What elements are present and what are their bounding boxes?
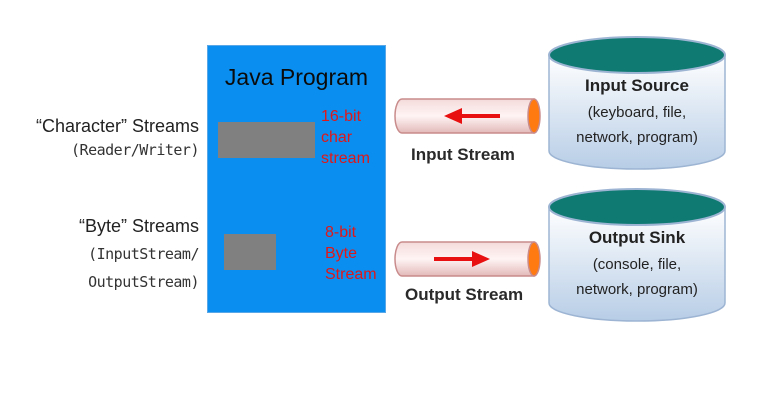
byte-streams-subtitle-1: (InputStream/ xyxy=(88,245,199,263)
char-stream-line-1: 16-bit xyxy=(321,108,362,125)
character-streams-label: “Character” Streams (Reader/Writer) xyxy=(35,116,200,159)
output-stream-pipe xyxy=(394,241,541,277)
output-stream-label: Output Stream xyxy=(405,285,524,304)
input-source-cylinder xyxy=(548,36,726,170)
input-source-title: Input Source xyxy=(585,76,689,95)
byte-streams-title: “Byte” Streams xyxy=(78,216,199,236)
character-streams-title: “Character” Streams xyxy=(35,116,199,136)
pipe-end xyxy=(527,98,541,134)
input-stream-label: Input Stream xyxy=(411,145,515,164)
char-stream-block xyxy=(218,122,315,158)
output-sink-title: Output Sink xyxy=(588,228,686,247)
byte-stream-line-2: Byte xyxy=(325,245,358,262)
java-program-title: Java Program xyxy=(224,64,369,90)
character-streams-subtitle: (Reader/Writer) xyxy=(71,141,199,159)
input-source-line-2: network, program) xyxy=(576,129,698,146)
byte-stream-line-3: Stream xyxy=(325,266,377,283)
char-stream-line-2: char xyxy=(321,129,353,146)
input-source-line-1: (keyboard, file, xyxy=(587,104,687,121)
input-source-text: Input Source (keyboard, file, network, p… xyxy=(546,76,728,148)
java-program-box: Java Program 16-bit char stream 8-bit By… xyxy=(207,45,386,313)
char-stream-line-3: stream xyxy=(321,150,370,167)
byte-stream-line-1: 8-bit xyxy=(325,224,357,241)
byte-streams-label: “Byte” Streams (InputStream/ OutputStrea… xyxy=(78,212,200,296)
arrow-right-icon xyxy=(434,251,490,267)
byte-streams-subtitle-2: OutputStream) xyxy=(88,273,199,291)
arrow-left-icon xyxy=(444,108,500,124)
byte-stream-block xyxy=(224,234,276,270)
output-sink-line-1: (console, file, xyxy=(592,256,682,273)
output-sink-cylinder xyxy=(548,188,726,322)
input-stream-pipe xyxy=(394,98,541,134)
byte-stream-caption: 8-bit Byte Stream xyxy=(325,222,377,285)
char-stream-caption: 16-bit char stream xyxy=(321,106,370,169)
output-sink-text: Output Sink (console, file, network, pro… xyxy=(546,228,728,300)
output-sink-line-2: network, program) xyxy=(576,281,698,298)
